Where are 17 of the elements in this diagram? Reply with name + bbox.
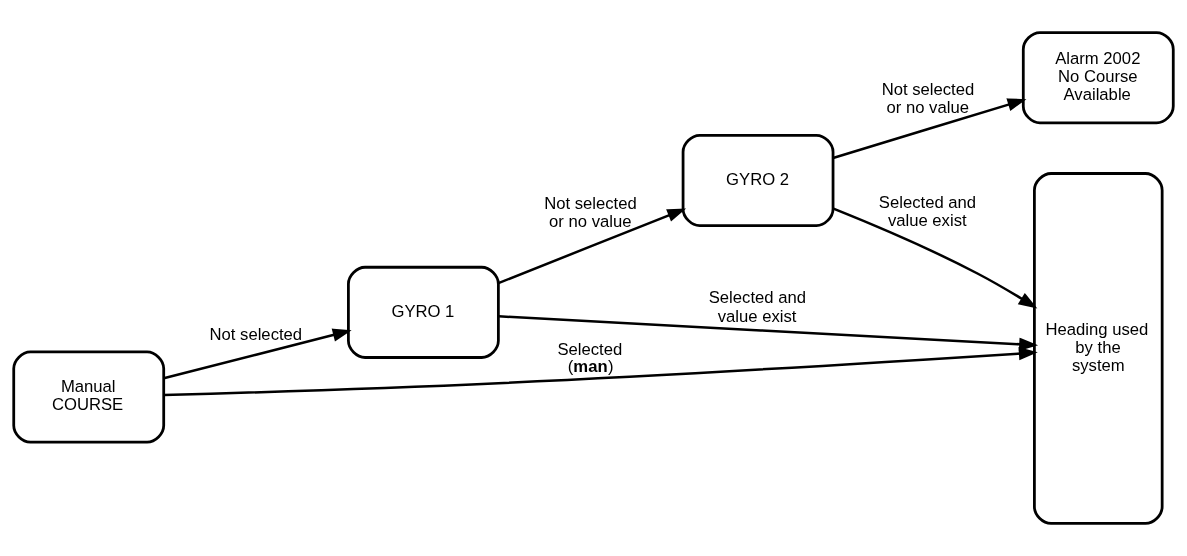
arrow [163,328,352,380]
arrow [498,315,1039,351]
edge-label: Selected (man) [557,339,623,376]
edge-label: Selected and value exist [708,288,807,326]
edge-label: Not selected or no value [544,194,637,232]
node-box: GYRO 1 [347,265,500,359]
arrow [832,98,1027,160]
node-box: Heading used by the system [1033,172,1164,525]
edge-label: Selected and value exist [878,192,977,230]
arrow [163,347,1038,397]
node-box: Alarm 2002 No Course Available [1021,31,1175,125]
arrow [497,208,687,285]
arrow [833,207,1038,309]
node-box: Manual COURSE [12,350,166,444]
edge-label: Not selected [209,324,303,344]
edge-label: Not selected or no value [881,80,975,118]
node-box: GYRO 2 [681,133,835,227]
